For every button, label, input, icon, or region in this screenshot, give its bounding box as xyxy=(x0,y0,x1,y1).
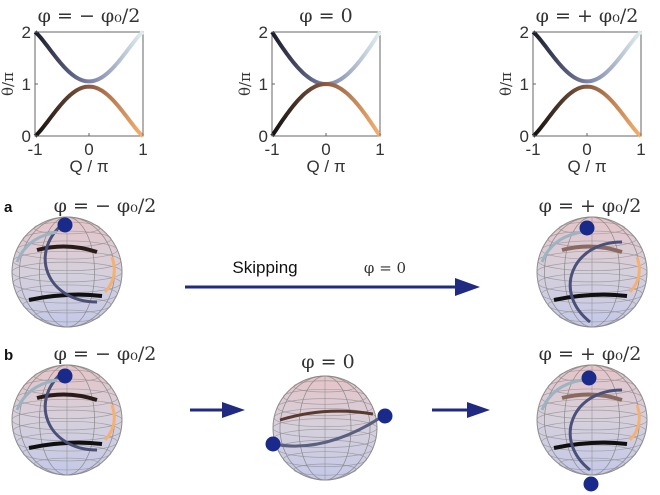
trajectory-lower xyxy=(272,414,384,448)
y-tick-label: 2 xyxy=(520,23,529,42)
trajectory-spiral xyxy=(568,240,623,324)
y-tick-label: 1 xyxy=(520,75,529,94)
plot-title: φ = − φ₀/2 xyxy=(38,5,141,27)
skipping-arrowhead xyxy=(455,278,480,296)
row-a-left-title: φ = − φ₀/2 xyxy=(54,195,157,217)
y-axis-label: θ/π xyxy=(0,72,17,96)
state-dot xyxy=(581,370,597,386)
x-axis-label: Q / π xyxy=(69,157,108,176)
y-tick-label: 2 xyxy=(22,23,31,42)
x-axis-label: Q / π xyxy=(567,157,606,176)
plot-title: φ = 0 xyxy=(299,5,352,27)
trajectory-edge-right xyxy=(103,256,116,294)
plot-frame xyxy=(532,31,642,137)
x-tick-label: 1 xyxy=(375,140,384,159)
skipping-phi-label: φ = 0 xyxy=(364,259,406,277)
y-axis-label: θ/π xyxy=(236,72,254,96)
trajectory-upper xyxy=(36,392,98,402)
skipping-label: Skipping xyxy=(232,258,297,277)
arrow-b2-head xyxy=(467,402,490,418)
state-dot xyxy=(265,436,281,452)
trajectory-upper xyxy=(561,244,623,254)
state-dot xyxy=(377,408,393,424)
trajectory-lower xyxy=(553,292,628,302)
upper-band-curve xyxy=(531,30,643,84)
trajectory-edge-left xyxy=(15,378,58,411)
trajectory-edge-left xyxy=(540,230,583,263)
x-tick-label: -1 xyxy=(27,140,42,159)
state-dot xyxy=(57,368,73,384)
y-axis-label: θ/π xyxy=(497,72,515,96)
y-tick-label: 0 xyxy=(259,127,268,146)
trajectory-edge-left xyxy=(15,230,58,263)
plot-title: φ = + φ₀/2 xyxy=(536,5,639,27)
x-tick-label: 0 xyxy=(321,140,330,159)
x-tick-label: 1 xyxy=(636,140,645,159)
sphere-b-right xyxy=(536,364,648,492)
longitude-line xyxy=(279,375,371,481)
trajectory-spiral xyxy=(568,388,623,472)
x-tick-label: 0 xyxy=(84,140,93,159)
state-dot xyxy=(57,217,73,233)
x-tick-label: -1 xyxy=(525,140,540,159)
x-axis-label: Q / π xyxy=(306,157,345,176)
lower-band-curve xyxy=(531,84,643,138)
sphere-a-right xyxy=(536,216,648,328)
y-tick-label: 2 xyxy=(259,23,268,42)
y-tick-label: 1 xyxy=(259,75,268,94)
arrow-b1-head xyxy=(222,402,245,418)
row-b-left-title: φ = − φ₀/2 xyxy=(54,343,157,365)
upper-band-curve xyxy=(33,30,145,84)
row-b-mid-title: φ = 0 xyxy=(301,351,354,373)
sphere-a-left xyxy=(11,216,123,328)
row-a-label: a xyxy=(4,199,13,216)
sphere-b-left xyxy=(11,364,123,476)
row-b-label: b xyxy=(4,347,13,364)
trajectory-edge-left xyxy=(540,378,583,411)
upper-band-curve xyxy=(270,30,382,87)
x-tick-label: 0 xyxy=(582,140,591,159)
sphere-b-mid xyxy=(265,375,393,481)
x-tick-label: 1 xyxy=(138,140,147,159)
y-tick-label: 0 xyxy=(520,127,529,146)
lower-band-curve xyxy=(270,81,382,138)
lower-band-curve xyxy=(33,84,145,138)
trajectory-upper xyxy=(36,244,98,254)
y-tick-label: 0 xyxy=(22,127,31,146)
x-tick-label: -1 xyxy=(264,140,279,159)
trajectory-edge-right xyxy=(628,256,641,294)
state-dot xyxy=(579,220,595,236)
row-a-right-title: φ = + φ₀/2 xyxy=(539,195,642,217)
trajectory-upper xyxy=(279,409,374,422)
trajectory-lower xyxy=(553,440,628,450)
y-tick-label: 1 xyxy=(22,75,31,94)
plot-frame xyxy=(34,31,144,137)
trajectory-upper xyxy=(561,392,623,402)
trajectory-edge-right xyxy=(628,404,641,442)
row-b-right-title: φ = + φ₀/2 xyxy=(539,343,642,365)
state-dot xyxy=(583,476,599,492)
trajectory-edge-right xyxy=(103,404,116,442)
